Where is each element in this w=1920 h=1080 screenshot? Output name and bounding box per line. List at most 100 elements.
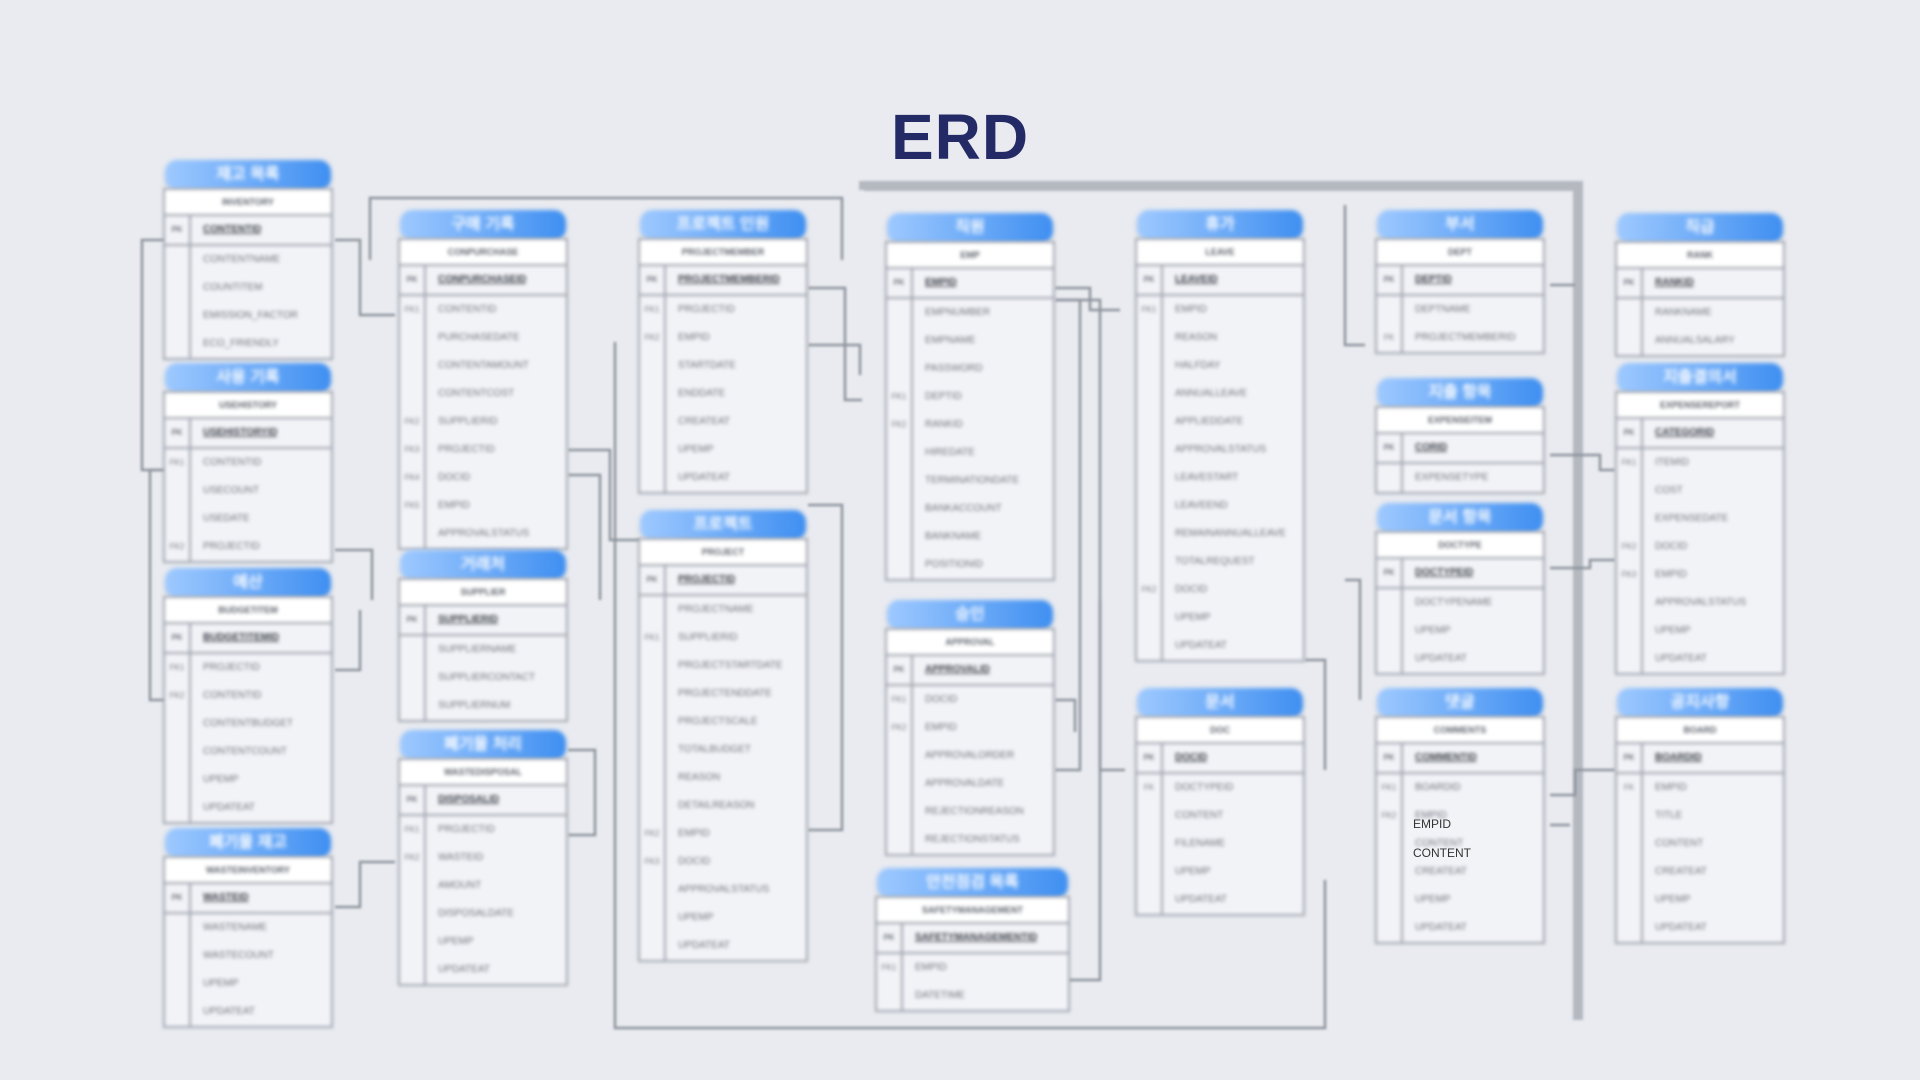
field-name: APPROVALSTATUS [438, 528, 530, 539]
table-row: ANNUALLEAVE [1137, 380, 1303, 408]
field-name: WASTEID [203, 892, 249, 903]
field-name: PROJECTID [678, 304, 735, 315]
field-name: RANKID [925, 419, 963, 430]
field-name: DOCID [925, 694, 958, 705]
table-row: CREATEAT [1377, 858, 1543, 886]
field-name: EMPID [678, 828, 710, 839]
key-type [165, 246, 191, 274]
key-type: FK2 [1377, 802, 1403, 830]
table-row: UPEMP [1377, 886, 1543, 914]
key-type [1377, 296, 1403, 324]
key-type [1137, 436, 1163, 464]
table-row: UPDATEAT [1377, 914, 1543, 942]
key-type: PK [887, 269, 913, 297]
table-row: POSITIONID [887, 551, 1053, 579]
key-type: PK [400, 786, 426, 814]
key-type [400, 956, 426, 984]
table-row: PK DOCTYPEID [1377, 559, 1543, 589]
field-name: PROJECTID [203, 541, 260, 552]
table-row: TOTALREQUEST [1137, 548, 1303, 576]
key-type: FK1 [400, 816, 426, 844]
key-type: PK [1617, 419, 1643, 447]
field-name: DATETIME [915, 990, 965, 1001]
table-row: UPDATEAT [1617, 645, 1783, 673]
key-type [640, 408, 666, 436]
key-type [1617, 645, 1643, 673]
key-type: PK [1377, 744, 1403, 772]
key-type [887, 798, 913, 826]
table-row: FILENAME [1137, 830, 1303, 858]
table-row: DOCTYPENAME [1377, 589, 1543, 617]
field-name: CONTENTNAME [203, 254, 281, 265]
table-name: BUDGETITEM [165, 598, 331, 624]
key-type [640, 708, 666, 736]
key-type [1137, 548, 1163, 576]
field-name: EXPENSEDATE [1655, 513, 1729, 524]
key-type [1137, 380, 1163, 408]
table-row: ANNUALSALARY [1617, 327, 1783, 355]
field-name: TERMINATIONDATE [925, 475, 1020, 486]
table-row: CONTENTCOUNT [165, 738, 331, 766]
field-name: CONTENTID [438, 304, 497, 315]
field-name: TITLE [1655, 810, 1683, 821]
table-row: PK COMMENTID [1377, 744, 1543, 774]
key-type: FK1 [165, 449, 191, 477]
key-type [165, 942, 191, 970]
field-name: DOCTYPEID [1415, 567, 1474, 578]
comments-empid-label: EMPID [1413, 817, 1452, 831]
field-name: APPLIEDDATE [1175, 416, 1244, 427]
field-name: COMMENTID [1415, 752, 1477, 763]
key-type [165, 505, 191, 533]
table-name: SAFETYMANAGEMENT [877, 898, 1068, 924]
key-type: FK1 [887, 686, 913, 714]
field-name: DISPOSALID [438, 794, 500, 805]
table-name: RANK [1617, 243, 1783, 269]
key-type: FK5 [400, 492, 426, 520]
table-row: UPEMP [165, 970, 331, 998]
entity-label: 사용 기록 [165, 363, 331, 393]
table-name: EXPENSEITEM [1377, 408, 1543, 434]
entity-label: 폐기물 처리 [400, 730, 566, 760]
table-row: UPEMP [640, 436, 806, 464]
field-name: SUPPLIERNUM [438, 700, 511, 711]
table-row: APPROVALDATE [887, 770, 1053, 798]
key-type [1137, 632, 1163, 660]
field-name: EMPID [915, 962, 947, 973]
field-name: DEPTNAME [1415, 304, 1471, 315]
table-row: AMOUNT [400, 872, 566, 900]
key-type [1377, 617, 1403, 645]
key-type [887, 742, 913, 770]
table-name: COMMENTS [1377, 718, 1543, 744]
entity-label: 안전점검 목록 [877, 868, 1068, 898]
table-row: UPEMP [1617, 617, 1783, 645]
field-name: PROJECTMEMBERID [678, 274, 780, 285]
key-type: FK1 [1137, 296, 1163, 324]
key-type [1377, 589, 1403, 617]
key-type [1377, 464, 1403, 492]
table-row: UPDATEAT [1137, 886, 1303, 914]
field-name: UPDATEAT [203, 802, 255, 813]
key-type [640, 736, 666, 764]
field-name: CREATEAT [678, 416, 730, 427]
field-name: SUPPLIERID [438, 614, 499, 625]
key-type [1137, 886, 1163, 914]
entity-label: 재고 목록 [165, 160, 331, 190]
key-type: PK [1377, 559, 1403, 587]
field-name: UPEMP [1415, 894, 1451, 905]
